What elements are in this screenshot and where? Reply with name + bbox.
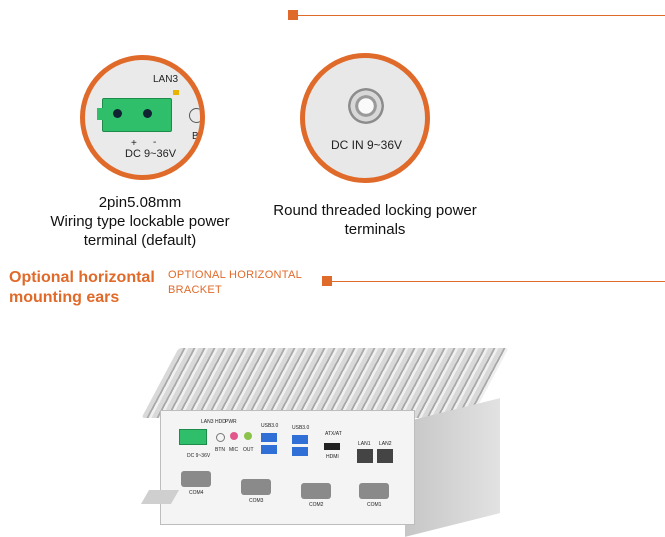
dc-voltage-label: DC 9~36V xyxy=(125,148,177,160)
lan2-port xyxy=(377,449,393,463)
caption-line: Wiring type lockable power xyxy=(50,213,230,230)
btn-port xyxy=(216,433,225,442)
com4-label: COM4 xyxy=(189,490,204,496)
terminal-detail-circle-2: DC IN 9~36V xyxy=(300,53,430,183)
hdmi-label: HDMI xyxy=(326,454,339,460)
mic-jack-label: MIC xyxy=(229,447,239,453)
btn-label: BT xyxy=(192,131,205,142)
section-title-line: mounting ears xyxy=(9,289,120,306)
usb-label-1: USB3.0 xyxy=(261,423,279,429)
lan3-port-label: LAN3 xyxy=(201,419,214,425)
usb-port-2a xyxy=(292,435,308,444)
hdd-label: H xyxy=(188,74,196,85)
terminal-caption-2: Round threaded locking power terminals xyxy=(245,201,505,239)
usb-label-2: USB3.0 xyxy=(292,425,310,431)
lan3-label: LAN3 xyxy=(153,74,179,85)
atx-label: ATX/AT xyxy=(325,431,342,437)
usb-port-1b xyxy=(261,445,277,454)
dc-in-voltage-label: DC IN 9~36V xyxy=(331,138,403,152)
section-subtitle-line: OPTIONAL HORIZONTAL xyxy=(168,269,303,281)
com3-label: COM3 xyxy=(249,498,264,504)
lan1-port xyxy=(357,449,373,463)
green-terminal-block xyxy=(97,98,172,132)
mic-jack xyxy=(230,432,238,440)
com4-port xyxy=(181,471,211,487)
dc-port-label: DC 9~36V xyxy=(187,453,211,459)
terminal-screw-left xyxy=(113,109,122,118)
com3-port xyxy=(241,479,271,495)
btn-port-label: BTN xyxy=(215,447,225,453)
com1-port xyxy=(359,483,389,499)
caption-line: 2pin5.08mm xyxy=(98,194,182,211)
hdmi-port xyxy=(324,443,340,450)
green-terminal-small xyxy=(179,429,207,445)
heatsink xyxy=(141,348,509,418)
minus-label: - xyxy=(153,137,157,148)
caption-line: Round threaded locking power xyxy=(273,202,477,219)
section-rule xyxy=(332,281,665,282)
usb-port-1a xyxy=(261,433,277,442)
usb-port-2b xyxy=(292,447,308,456)
terminal-screw-right xyxy=(143,109,152,118)
terminal-detail-circle-1: LAN3 H BT + - DC 9~36V xyxy=(80,55,205,180)
audio-out-label: OUT xyxy=(243,447,254,453)
led-indicator xyxy=(173,90,179,95)
com1-label: COM1 xyxy=(367,502,382,508)
plus-label: + xyxy=(131,138,137,149)
section-title-line: Optional horizontal xyxy=(9,269,155,286)
section-rule-top xyxy=(298,15,665,16)
section-marker xyxy=(322,276,332,286)
section-marker-top xyxy=(288,10,298,20)
com2-port xyxy=(301,483,331,499)
lan2-label: LAN2 xyxy=(379,441,392,447)
caption-line: terminals xyxy=(344,221,406,238)
com2-label: COM2 xyxy=(309,502,324,508)
threaded-connector-icon xyxy=(348,88,384,124)
hdd-led-label: HDD xyxy=(215,419,226,425)
lan1-label: LAN1 xyxy=(358,441,371,447)
section-subtitle: OPTIONAL HORIZONTAL BRACKET xyxy=(168,268,302,298)
section-subtitle-line: BRACKET xyxy=(168,284,223,296)
device-side xyxy=(405,398,500,537)
button-circle xyxy=(189,108,200,123)
pwr-led-label: PWR xyxy=(225,419,237,425)
caption-line: terminal (default) xyxy=(83,232,197,249)
terminal-tab xyxy=(97,108,103,120)
front-panel: LAN3 HDD PWR DC 9~36V BTN MIC OUT USB3.0… xyxy=(160,410,415,525)
device-illustration: LAN3 HDD PWR DC 9~36V BTN MIC OUT USB3.0… xyxy=(140,340,520,537)
audio-out-jack xyxy=(244,432,252,440)
terminal-caption-1: 2pin5.08mm Wiring type lockable power te… xyxy=(10,193,270,250)
section-title: Optional horizontal mounting ears xyxy=(9,268,155,308)
